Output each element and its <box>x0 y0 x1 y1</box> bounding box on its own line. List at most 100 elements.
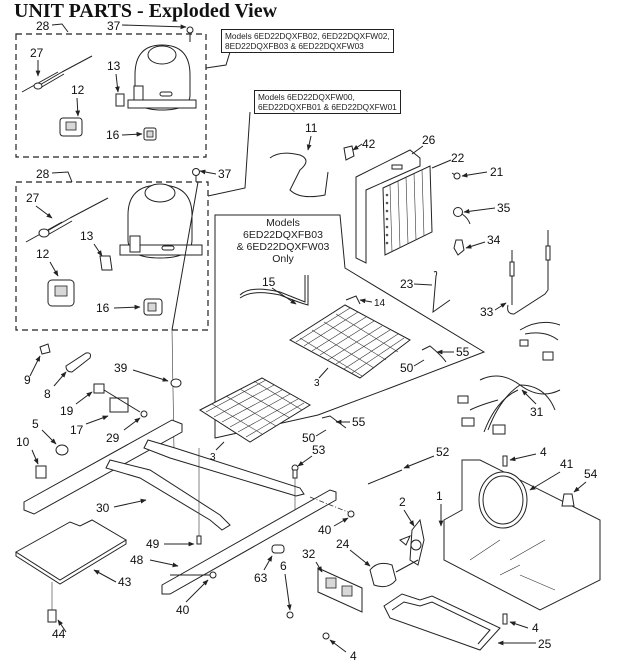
label-52: 52 <box>436 445 450 459</box>
label-41: 41 <box>560 457 574 471</box>
screw-4a <box>502 455 508 467</box>
screw-37b <box>192 168 200 182</box>
capillary-tube-27a <box>21 55 93 93</box>
label-4: 4 <box>540 445 547 459</box>
label-2: 2 <box>399 495 406 509</box>
label-54: 54 <box>584 467 598 481</box>
label-55: 55 <box>352 415 366 429</box>
label-34: 34 <box>487 233 501 247</box>
bracket-42 <box>343 145 355 161</box>
label-25: 25 <box>538 637 552 651</box>
part-8 <box>65 352 91 373</box>
evaporator-models-boundary <box>214 214 486 439</box>
label-16: 16 <box>106 128 120 142</box>
drain-pan-25 <box>383 593 501 651</box>
page-title: UNIT PARTS - Exploded View <box>14 0 278 22</box>
label-23: 23 <box>400 277 414 291</box>
evaporator-coil-3a <box>289 295 411 379</box>
screw-44 <box>47 609 57 623</box>
wire-harness-31 <box>457 321 561 435</box>
label-29: 29 <box>106 431 120 445</box>
label-3: 3 <box>210 452 216 463</box>
label-15: 15 <box>262 275 276 289</box>
start-relay-12a <box>59 117 83 137</box>
label-21: 21 <box>490 165 504 179</box>
label-4: 4 <box>532 621 539 635</box>
relay-clip-13b <box>99 255 113 271</box>
tube-11 <box>269 152 329 198</box>
label-30: 30 <box>96 501 110 515</box>
label-32: 32 <box>302 547 316 561</box>
note-line: Models <box>266 217 300 229</box>
tubes-33 <box>507 230 551 315</box>
compressor-a <box>127 44 197 111</box>
tube-15 <box>239 275 306 303</box>
note-evaporator-models: Models 6ED22DQXFB03 & 6ED22DQXFW03 Only <box>228 217 338 265</box>
label-14: 14 <box>374 298 386 309</box>
label-22: 22 <box>451 151 465 165</box>
part-17 <box>109 397 129 413</box>
label-28: 28 <box>36 19 50 33</box>
screw-53 <box>291 464 299 510</box>
label-48: 48 <box>130 553 144 567</box>
fan-motor-24 <box>369 559 419 588</box>
label-28: 28 <box>36 167 50 181</box>
note-line: 6ED22DQXFB03 <box>243 229 323 241</box>
evaporator-coil-3b <box>198 377 311 443</box>
rod-52 <box>367 469 403 485</box>
label-49: 49 <box>146 537 160 551</box>
callout-labels: 28 37 27 13 12 16 28 37 27 13 12 16 11 4… <box>16 19 598 663</box>
label-13: 13 <box>107 59 121 73</box>
screw-6 <box>286 611 294 619</box>
label-5: 5 <box>32 417 39 431</box>
note-line: 6ED22DQXFB01 & 6ED22DQXFW01 <box>258 102 397 112</box>
label-63: 63 <box>254 571 268 585</box>
grommet-39 <box>170 378 182 388</box>
label-43: 43 <box>118 575 132 589</box>
label-27: 27 <box>30 46 44 60</box>
cover-plate-43 <box>15 519 127 581</box>
wire-nut-54 <box>561 493 575 507</box>
screw-21 <box>451 172 461 180</box>
label-37: 37 <box>218 167 232 181</box>
note-line: Models 6ED22DQXFW00, <box>258 92 355 102</box>
overload-16a <box>143 127 157 141</box>
label-26: 26 <box>422 133 436 147</box>
start-relay-12b <box>47 279 75 307</box>
part-9 <box>39 343 51 355</box>
note-compressor-models-a: Models 6ED22DQXFB02, 6ED22DQXFW02, 8ED22… <box>221 29 394 53</box>
label-13: 13 <box>80 229 94 243</box>
label-8: 8 <box>44 387 51 401</box>
note-line: 8ED22DQXFB03 & 6ED22DQXFW03 <box>225 41 364 51</box>
relay-clip-13a <box>115 93 125 107</box>
label-55: 55 <box>456 345 470 359</box>
label-50: 50 <box>400 361 414 375</box>
compressor-kit-group-a <box>15 26 231 158</box>
screw-40b <box>170 571 217 579</box>
label-24: 24 <box>336 537 350 551</box>
note-line: Models 6ED22DQXFB02, 6ED22DQXFW02, <box>225 31 390 41</box>
sensor-35 <box>453 207 471 225</box>
label-4: 4 <box>350 649 357 663</box>
condenser-shroud-26 <box>355 149 421 264</box>
label-6: 6 <box>280 559 287 573</box>
label-10: 10 <box>16 435 30 449</box>
label-50: 50 <box>302 431 316 445</box>
kit-boundary-a <box>15 33 207 158</box>
screw-4c <box>322 632 330 640</box>
label-44: 44 <box>52 627 66 641</box>
note-line: & 6ED22DQXFW03 <box>236 241 330 253</box>
label-35: 35 <box>497 201 511 215</box>
label-12: 12 <box>36 247 50 261</box>
part-10 <box>35 465 47 479</box>
label-42: 42 <box>362 137 376 151</box>
screw-4b <box>502 613 508 625</box>
condenser-housing-41 <box>443 459 601 611</box>
label-1: 1 <box>436 489 443 503</box>
label-16: 16 <box>96 301 110 315</box>
screw-29 <box>140 410 148 418</box>
compressor-kit-group-b <box>15 111 251 331</box>
label-39: 39 <box>114 361 128 375</box>
note-line: Only <box>272 253 294 265</box>
